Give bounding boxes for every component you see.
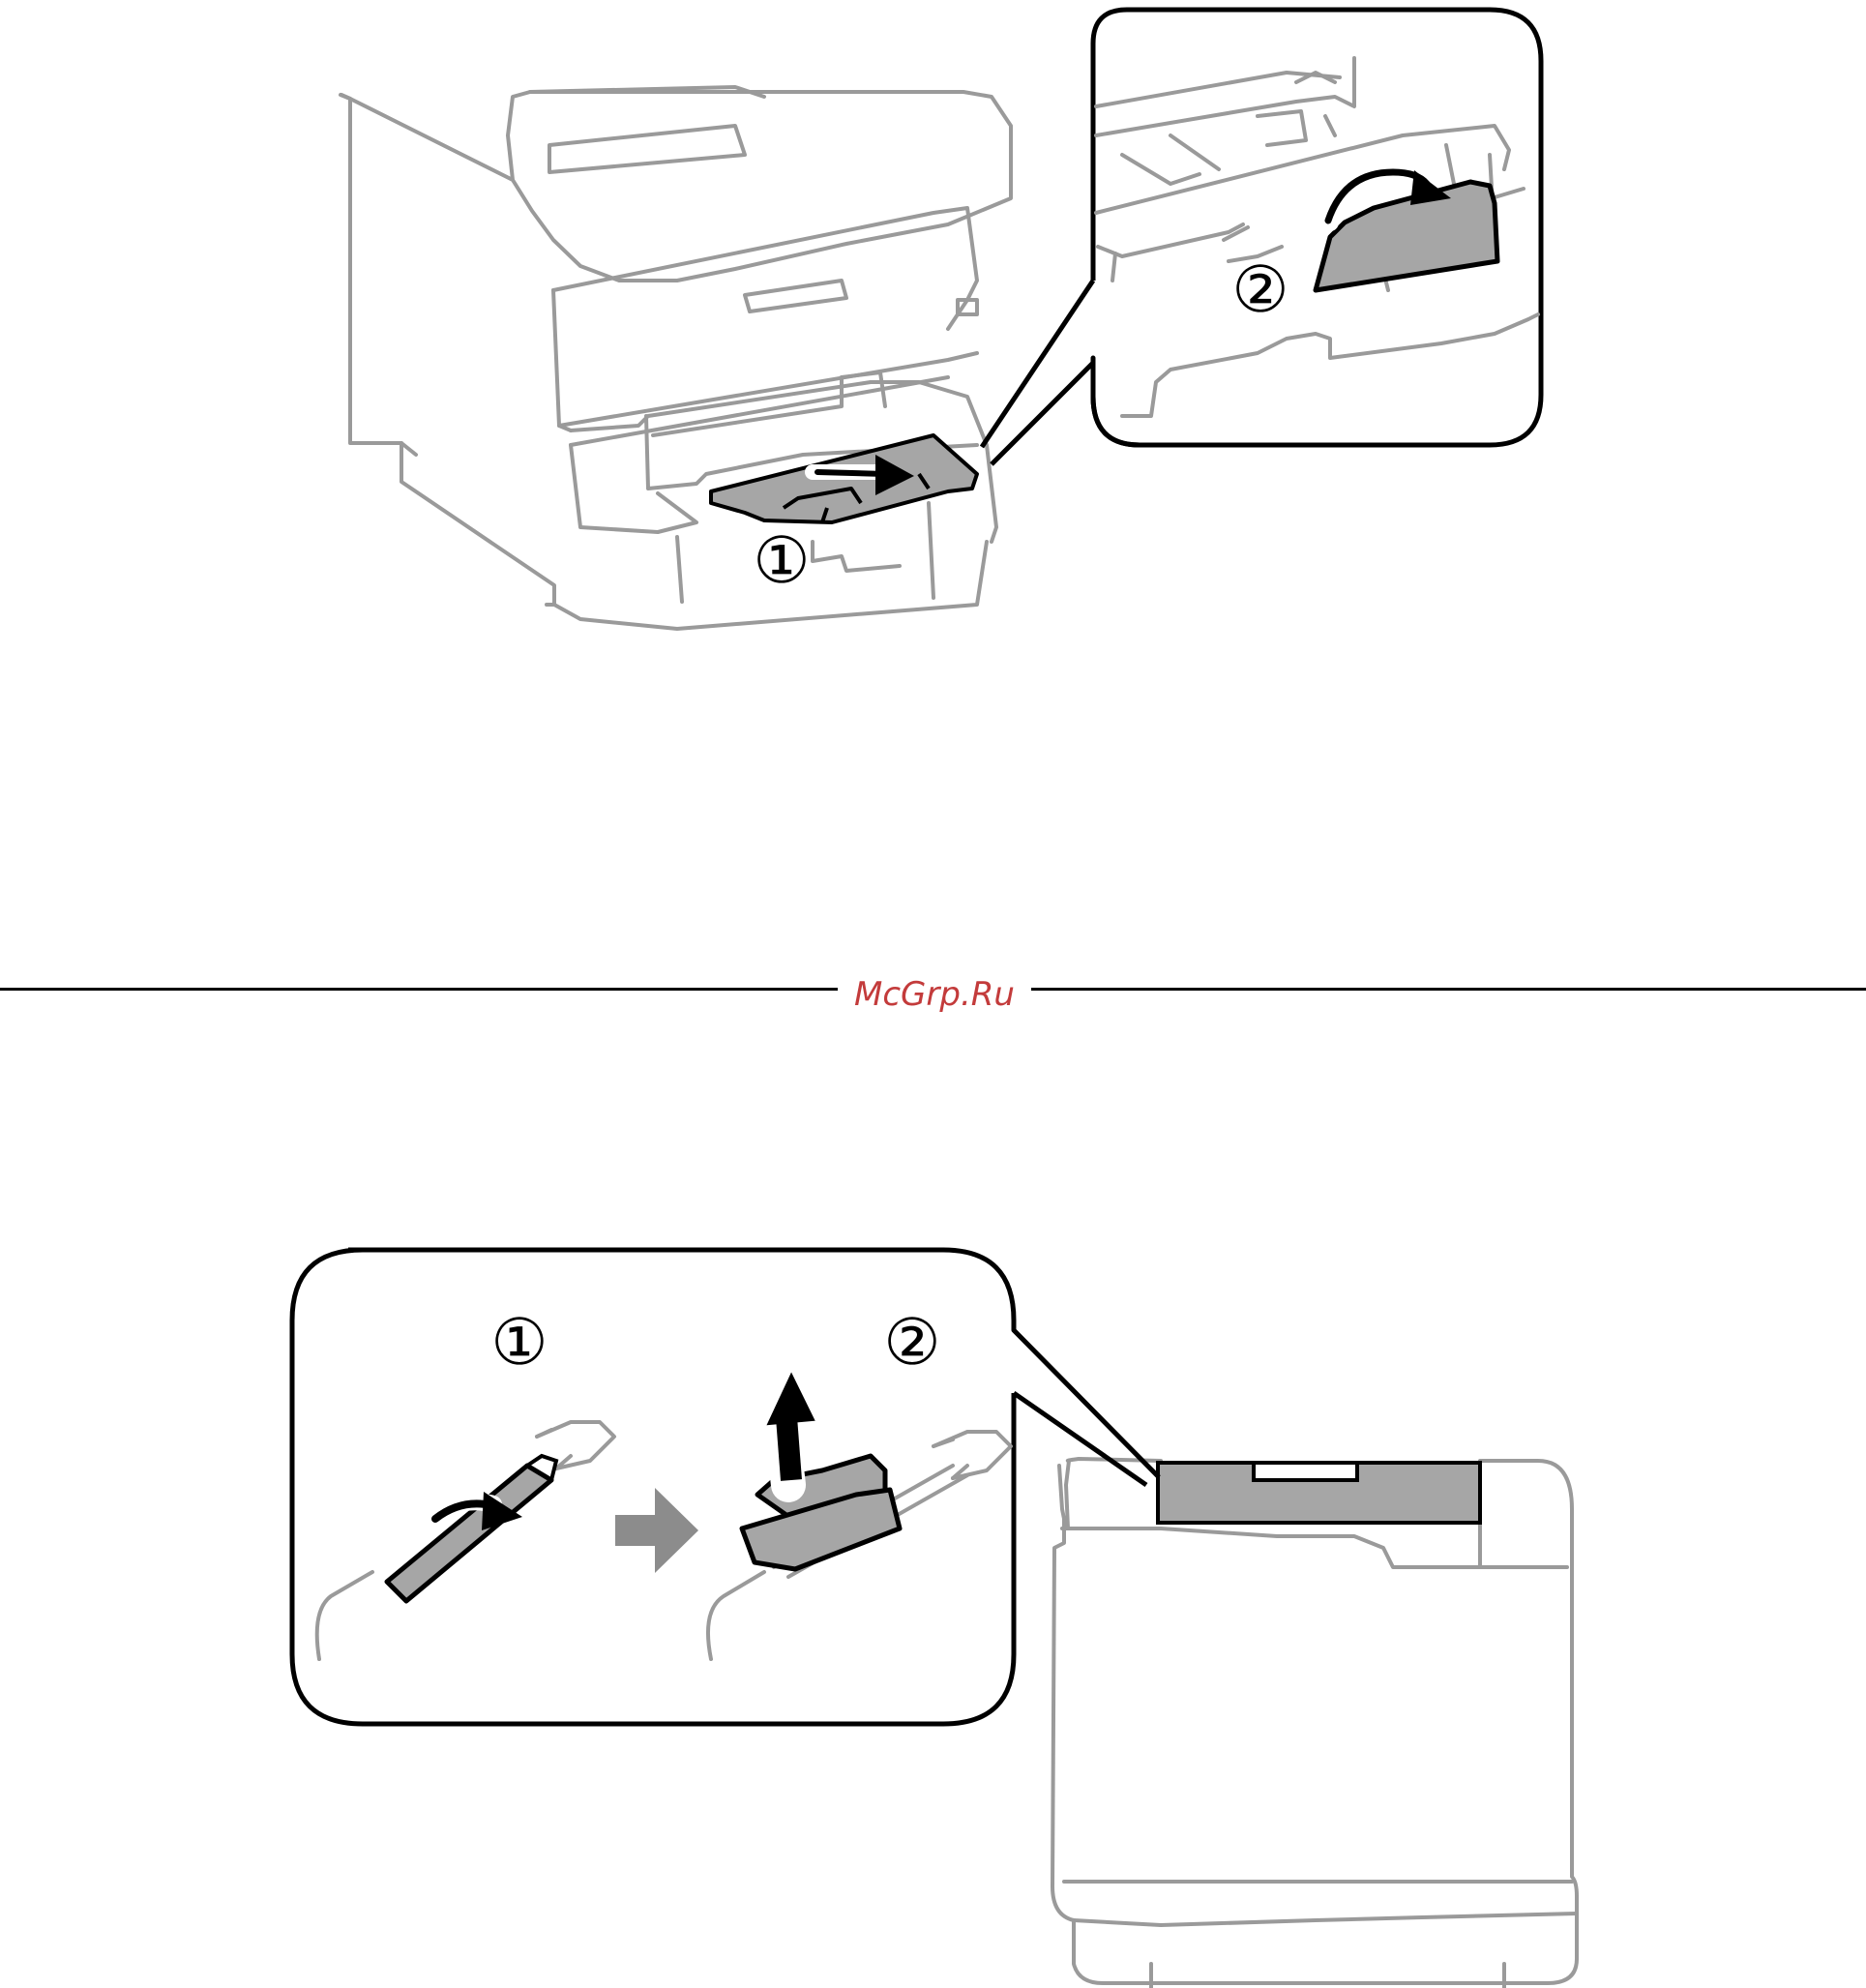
step-2-label: ② — [1231, 252, 1288, 327]
step-1-drawing — [317, 1422, 614, 1659]
rear-paper-slot — [1158, 1463, 1480, 1523]
step-2-drawing — [708, 1369, 1011, 1659]
watermark: McGrp.Ru — [838, 972, 1031, 1017]
step-1-label: ① — [753, 523, 810, 598]
bottom-illustration: ① ② — [0, 1238, 1866, 1988]
step-2-label: ② — [883, 1305, 940, 1380]
printer-outline — [341, 87, 1011, 629]
printer-top-view — [1052, 1459, 1577, 1988]
next-step-arrow-icon — [615, 1488, 698, 1573]
step-1-label: ① — [490, 1305, 548, 1380]
top-illustration: ① ② — [0, 0, 1866, 967]
bottom-callout — [292, 1250, 1159, 1724]
